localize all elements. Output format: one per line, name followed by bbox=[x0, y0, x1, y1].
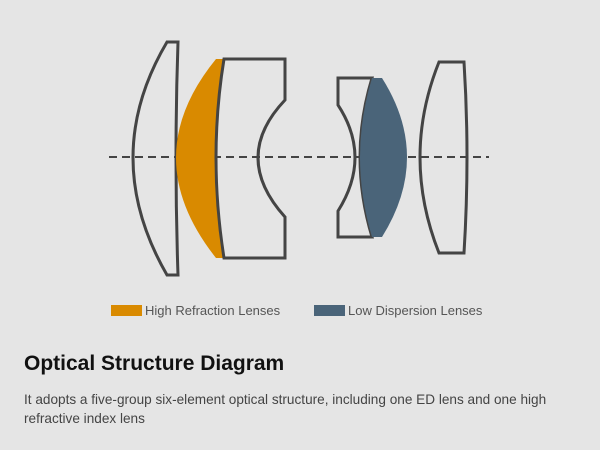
lens-element-3 bbox=[214, 57, 287, 260]
high-refraction-swatch bbox=[111, 305, 142, 316]
low-dispersion-swatch bbox=[314, 305, 345, 316]
legend-label: Low Dispersion Lenses bbox=[348, 303, 483, 318]
lens-diagram bbox=[109, 40, 489, 277]
description: It adopts a five-group six-element optic… bbox=[24, 392, 547, 426]
high-refraction-lens bbox=[176, 59, 224, 258]
low-dispersion-lens bbox=[360, 78, 407, 237]
legend-low-dispersion: Low Dispersion Lenses bbox=[314, 303, 482, 318]
lens-element-6 bbox=[418, 60, 469, 255]
page-title: Optical Structure Diagram bbox=[24, 352, 285, 375]
legend-high-refraction: High Refraction Lenses bbox=[111, 303, 280, 318]
legend-label: High Refraction Lenses bbox=[145, 303, 281, 318]
lens-element-1 bbox=[131, 40, 180, 277]
